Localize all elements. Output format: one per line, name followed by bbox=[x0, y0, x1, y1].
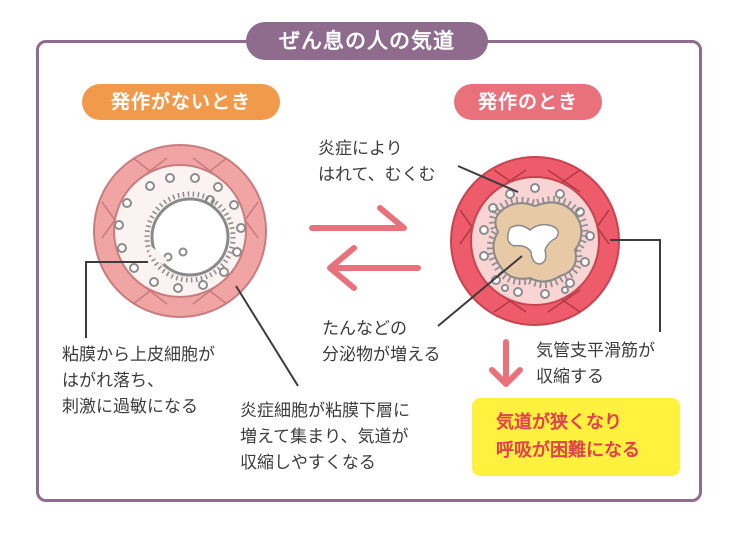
leader-epithelium bbox=[85, 261, 148, 338]
arrow-right bbox=[309, 205, 407, 231]
label-attack: 発作のとき bbox=[454, 84, 602, 120]
leader-lines bbox=[85, 165, 661, 387]
note-epithelium: 粘膜から上皮細胞が はがれ落ち、 刺激に過敏になる bbox=[62, 345, 215, 417]
arrow-left bbox=[327, 245, 421, 291]
arrow-down bbox=[489, 339, 523, 387]
note-mucus: たんなどの 分泌物が増える bbox=[322, 319, 441, 365]
leader-inflammation bbox=[457, 165, 519, 193]
leader-smooth-muscle bbox=[610, 239, 661, 332]
note-smooth-muscle: 気管支平滑筋が 収縮する bbox=[536, 341, 655, 387]
note-inflammatory-cells: 炎症細胞が粘膜下層に 増えて集まり、気道が 収縮しやすくなる bbox=[240, 401, 410, 473]
epithelium-shed-gap bbox=[147, 247, 168, 265]
transition-arrows bbox=[309, 205, 523, 387]
leader-mucus bbox=[437, 255, 523, 327]
label-no-attack: 発作がないとき bbox=[82, 84, 280, 120]
narrowed-lumen bbox=[507, 223, 559, 265]
epithelium-cilia-attack bbox=[486, 196, 589, 288]
submucosa-cells-attack bbox=[479, 183, 595, 299]
airway-normal bbox=[93, 144, 267, 318]
page-title: ぜん息の人の気道 bbox=[246, 22, 488, 60]
airway-attack bbox=[450, 156, 620, 326]
leader-inflammatory-cells bbox=[235, 285, 299, 387]
result-callout: 気道が狭くなり 呼吸が困難になる bbox=[472, 398, 680, 476]
epithelium-cilia-normal bbox=[144, 191, 236, 283]
submucosa-cells-normal bbox=[114, 173, 246, 293]
note-inflammation: 炎症により はれて、むくむ bbox=[318, 139, 436, 185]
